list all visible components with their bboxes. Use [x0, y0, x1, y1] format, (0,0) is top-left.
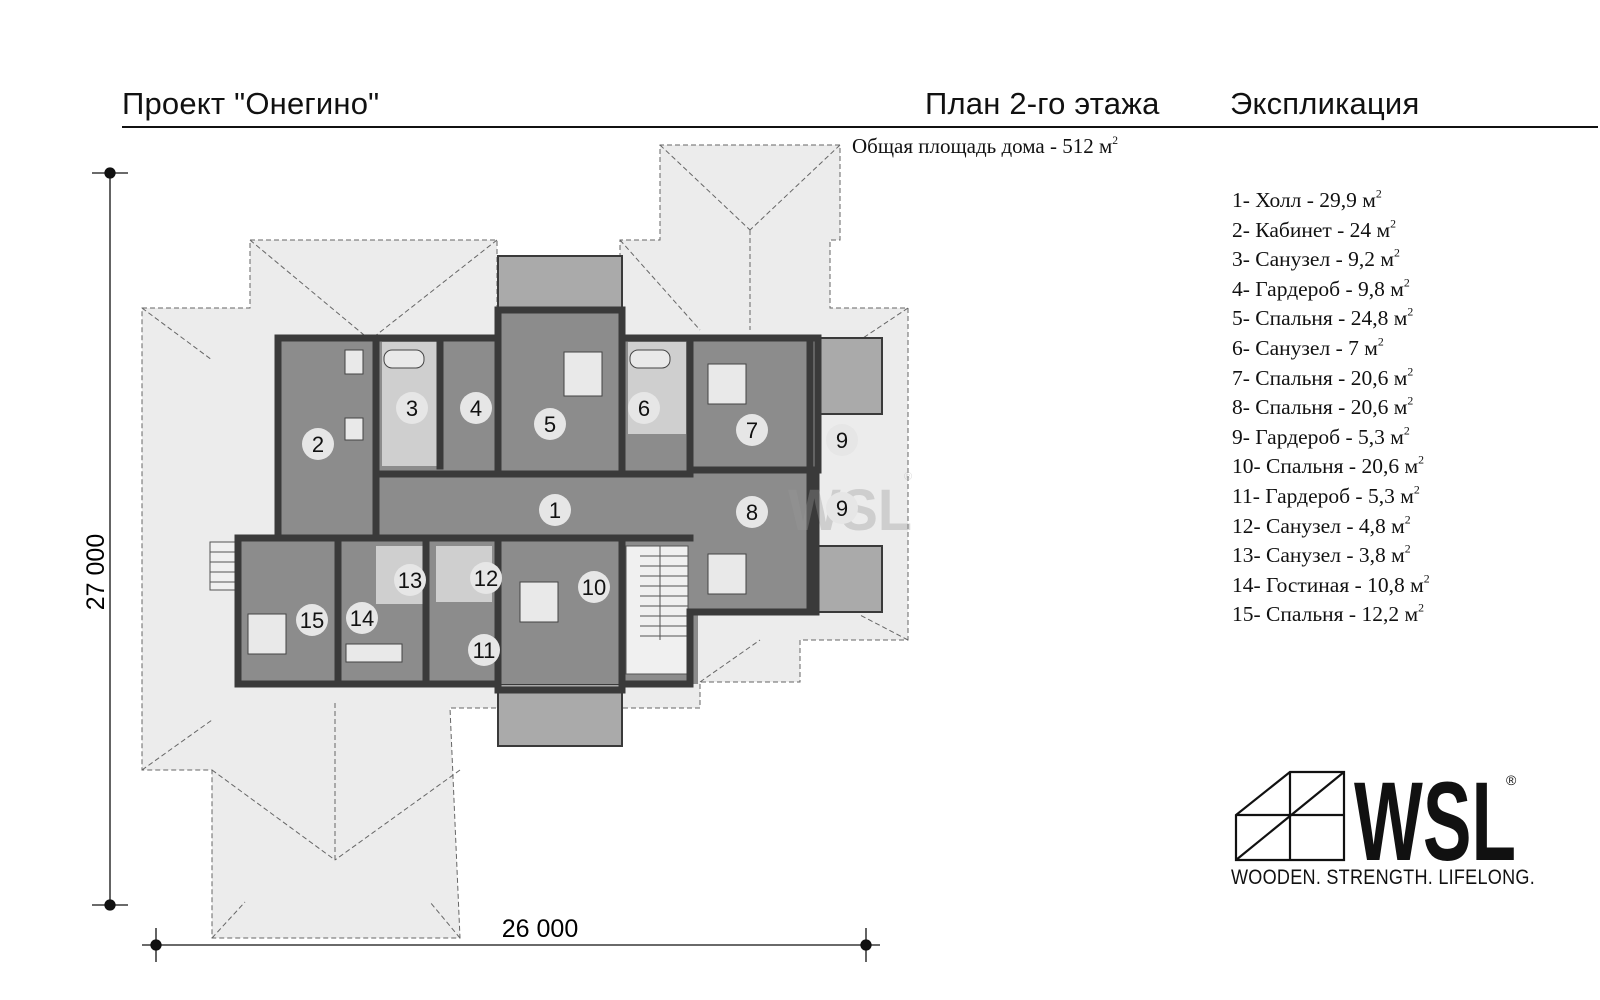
logo-wordmark: WSL	[1354, 759, 1516, 884]
room-marker-label: 2	[312, 432, 324, 457]
total-area: Общая площадь дома - 512 м2	[852, 134, 1119, 158]
explication-item: 15- Спальня - 12,2 м2	[1232, 600, 1424, 627]
explication-item: 5- Спальня - 24,8 м2	[1232, 304, 1414, 331]
explication-list: 1- Холл - 29,9 м2 2- Кабинет - 24 м2 3- Са…	[1232, 186, 1430, 630]
explication-item: 6- Санузел - 7 м2	[1232, 334, 1384, 360]
room-marker-circle	[346, 602, 378, 634]
stair-steps	[210, 546, 688, 640]
explication-item: 3- Санузел - 9,2 м2	[1232, 245, 1400, 272]
explication-item: 9- Гардероб - 5,3 м2	[1232, 423, 1410, 449]
project-title: Проект "Онегино"	[122, 86, 380, 121]
room-marker-label: 14	[350, 606, 374, 631]
room-marker-label: 15	[300, 608, 324, 633]
room-marker-circle	[534, 408, 566, 440]
dimension-width	[142, 928, 880, 962]
explication-item: 14- Гостиная - 10,8 м2	[1232, 571, 1430, 597]
room-marker-circle	[826, 424, 858, 456]
room-marker-label: 12	[474, 566, 498, 591]
explication-item: 13- Санузел - 3,8 м2	[1232, 541, 1411, 568]
room-marker-label: 10	[582, 575, 606, 600]
room-marker-label: 3	[406, 396, 418, 421]
room-marker-circle	[470, 562, 502, 594]
explication-item: 4- Гардероб - 9,8 м2	[1232, 275, 1410, 301]
room-marker-label: 1	[549, 498, 561, 523]
wsl-logo	[1234, 770, 1346, 862]
room-marker-label: 6	[638, 396, 650, 421]
room-marker-circle	[628, 392, 660, 424]
explication-item: 12- Санузел - 4,8 м2	[1232, 512, 1411, 538]
explication-title: Экспликация	[1230, 86, 1420, 121]
room-marker-label: 13	[398, 568, 422, 593]
height-label: 27 000	[82, 534, 110, 610]
room-marker-label: 7	[746, 418, 758, 443]
logo-tagline: WOODEN. STRENGTH. LIFELONG.	[1231, 866, 1535, 889]
explication-item: 1- Холл - 29,9 м2	[1232, 186, 1382, 212]
room-marker-circle	[302, 428, 334, 460]
balconies	[497, 255, 883, 747]
room-marker-label: 9	[836, 428, 848, 453]
room-marker-circle	[826, 492, 858, 524]
room-marker-circle	[736, 496, 768, 528]
room-marker-circle	[394, 564, 426, 596]
room-marker-circle	[736, 414, 768, 446]
width-label: 26 000	[502, 915, 578, 943]
explication-item: 8- Спальня - 20,6 м2	[1232, 393, 1414, 420]
svg-text:®: ®	[904, 471, 912, 483]
room-marker-label: 11	[473, 638, 496, 663]
explication-item: 11- Гардероб - 5,3 м2	[1232, 482, 1420, 508]
room-marker-circle	[468, 634, 500, 666]
room-marker-circle	[578, 571, 610, 603]
walls	[234, 306, 822, 694]
header-rule	[122, 126, 1598, 128]
explication-item: 2- Кабинет - 24 м2	[1232, 216, 1397, 242]
explication-item: 10- Спальня - 20,6 м2	[1232, 452, 1424, 479]
room-marker-label: 9	[836, 496, 848, 521]
room-marker-circle	[460, 392, 492, 424]
furniture	[247, 349, 747, 663]
room-marker-circle	[539, 494, 571, 526]
room-marker-label: 8	[746, 500, 758, 525]
room-marker-label: 5	[544, 412, 556, 437]
logo-registered: ®	[1506, 772, 1517, 788]
explication-item: 7- Спальня - 20,6 м2	[1232, 364, 1414, 390]
dimension-height	[92, 167, 128, 911]
room-marker-label: 4	[470, 396, 482, 421]
room-marker-circle	[296, 604, 328, 636]
room-marker-circle	[396, 392, 428, 424]
plan-title: План 2-го этажа	[925, 86, 1160, 121]
